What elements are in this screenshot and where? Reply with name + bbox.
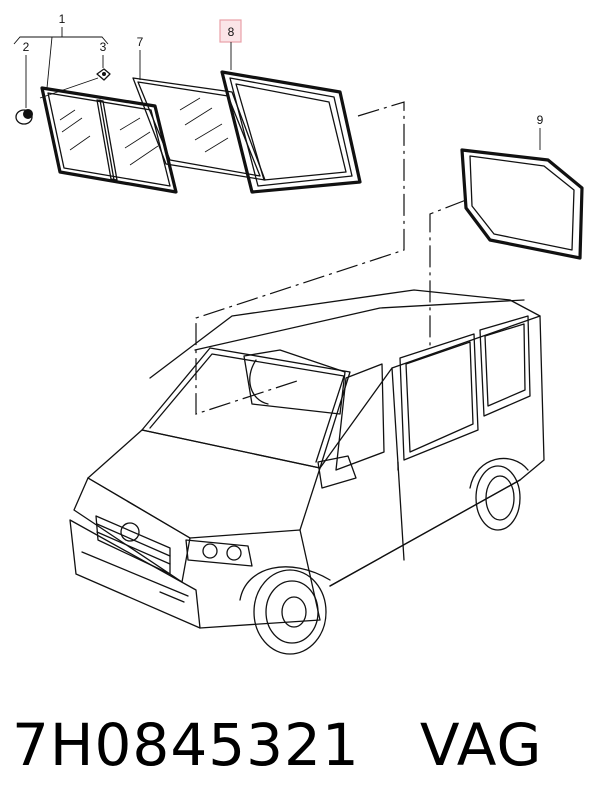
knob-part-2 xyxy=(15,109,33,125)
rear-seal-part-9 xyxy=(460,148,584,260)
van-illustration xyxy=(69,289,545,655)
parts-diagram: 1 2 3 7 8 9 xyxy=(13,12,584,655)
callout-9: 9 xyxy=(537,113,544,127)
caption: 7H0845321 VAG xyxy=(12,700,592,790)
clip-part-3 xyxy=(96,68,111,81)
sliding-window-part-1 xyxy=(40,86,178,194)
callout-2: 2 xyxy=(23,40,30,54)
dash-dot-indicators xyxy=(195,101,467,415)
brand-label: VAG xyxy=(419,711,543,779)
callout-8-highlight xyxy=(219,19,242,43)
window-seal-part-8 xyxy=(220,70,362,194)
leader-lines xyxy=(13,27,541,150)
callout-3: 3 xyxy=(100,40,107,54)
callout-7: 7 xyxy=(137,35,144,49)
part-number: 7H0845321 xyxy=(12,711,360,779)
callout-1: 1 xyxy=(59,12,66,26)
callout-8: 8 xyxy=(228,25,235,39)
